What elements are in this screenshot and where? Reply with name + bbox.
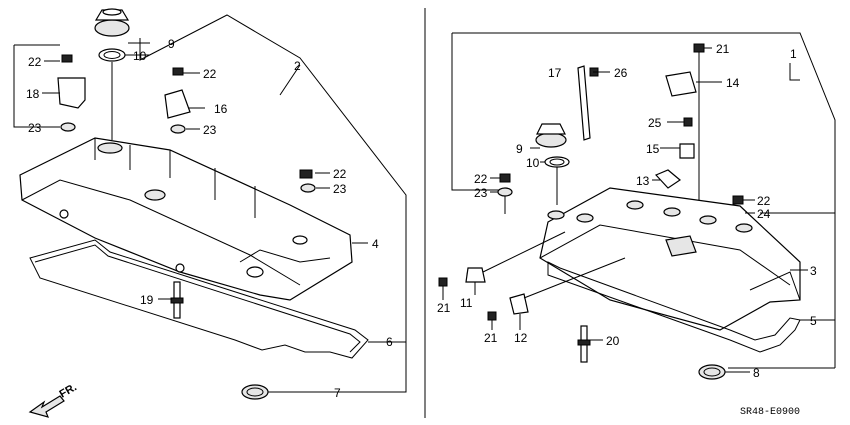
callout-10-right: 10 — [526, 156, 540, 170]
callout-11: 11 — [460, 296, 473, 310]
callout-15: 15 — [646, 142, 660, 156]
left-assembly: 9 10 22 22 18 16 2 23 23 22 23 4 19 6 7 … — [13, 8, 407, 418]
callout-16: 16 — [214, 102, 228, 116]
stud-bolt — [170, 281, 184, 319]
callout-7: 7 — [334, 386, 341, 400]
cylinder-head-cover — [19, 137, 353, 301]
callout-22b: 22 — [203, 67, 217, 81]
front-direction-label: FR. — [58, 381, 79, 400]
right-assembly: 21 1 17 26 14 25 9 15 10 13 22 23 22 24 … — [437, 32, 836, 418]
cap-seal — [98, 48, 126, 62]
callout-22a: 22 — [28, 55, 42, 69]
callout-21b: 21 — [437, 301, 451, 315]
callout-18: 18 — [26, 87, 40, 101]
callout-23a: 23 — [28, 121, 42, 135]
callout-22-right-b: 22 — [757, 194, 771, 208]
callout-24: 24 — [757, 207, 771, 221]
callout-13: 13 — [636, 174, 650, 188]
plug-seal-right — [698, 364, 726, 380]
callout-9: 9 — [168, 37, 175, 51]
callout-9-right: 9 — [516, 142, 523, 156]
callout-10: 10 — [133, 49, 147, 63]
callout-2: 2 — [294, 59, 301, 73]
callout-4: 4 — [372, 237, 379, 251]
callout-20: 20 — [606, 334, 620, 348]
cover-gasket-right — [547, 261, 801, 353]
front-direction-arrow-icon — [28, 395, 65, 418]
callout-12: 12 — [514, 331, 528, 345]
cylinder-head-cover-right — [539, 187, 801, 331]
callout-25: 25 — [648, 116, 662, 130]
callout-21a: 21 — [716, 42, 730, 56]
callout-6: 6 — [386, 335, 393, 349]
callout-5: 5 — [810, 314, 817, 328]
oil-filler-cap-right — [535, 123, 567, 148]
cover-gasket — [29, 239, 369, 359]
callout-19: 19 — [140, 293, 154, 307]
callout-21c: 21 — [484, 331, 498, 345]
diagram-code: SR48-E0900 — [740, 407, 800, 418]
callout-14: 14 — [726, 76, 740, 90]
stud-bolt-right — [577, 325, 591, 363]
callout-1: 1 — [790, 47, 797, 61]
callout-8: 8 — [753, 366, 760, 380]
callout-22c: 22 — [333, 167, 347, 181]
callout-3: 3 — [810, 264, 817, 278]
callout-26: 26 — [614, 66, 628, 80]
callout-23c: 23 — [333, 182, 347, 196]
callout-17: 17 — [548, 66, 562, 80]
breather-fitting — [465, 267, 486, 283]
callout-23b: 23 — [203, 123, 217, 137]
callout-22-right-a: 22 — [474, 172, 488, 186]
plug-seal — [241, 384, 269, 400]
oil-filler-cap — [94, 8, 130, 37]
callout-23-right: 23 — [474, 186, 488, 200]
